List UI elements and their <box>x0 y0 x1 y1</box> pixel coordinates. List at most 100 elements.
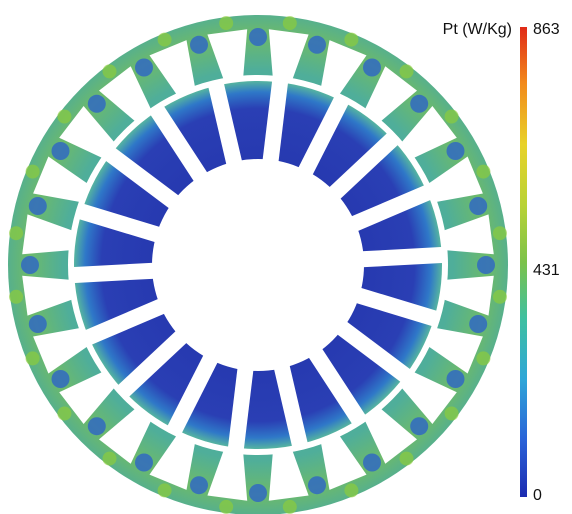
low-loss-spot <box>249 28 267 46</box>
low-loss-spot <box>190 35 208 54</box>
high-loss-spot <box>399 64 414 79</box>
stator-loss-hotspots <box>9 16 507 514</box>
rotor-slot <box>328 132 400 200</box>
rotor-slot <box>350 184 433 232</box>
colorbar-legend: Pt (W/Kg) 863 431 0 <box>443 21 560 504</box>
colorbar <box>520 27 527 497</box>
stator-slot <box>99 406 153 464</box>
low-loss-spot <box>28 197 47 215</box>
low-loss-spot <box>477 256 495 274</box>
high-loss-spot <box>344 32 359 47</box>
rotor-core <box>71 79 445 451</box>
rotor-slot <box>227 367 254 451</box>
stator-slot <box>441 275 494 316</box>
colorbar-min-label: 0 <box>533 487 542 504</box>
low-loss-spot <box>410 94 429 113</box>
high-loss-spot <box>219 16 234 31</box>
rotor-slot <box>355 287 439 327</box>
stator-slot <box>426 156 483 203</box>
high-loss-spot <box>444 406 459 421</box>
rotor-slot <box>262 79 289 163</box>
rotor-slot <box>297 95 350 176</box>
high-loss-spot <box>282 16 297 31</box>
high-loss-spot <box>344 483 359 498</box>
low-loss-spot <box>87 417 106 436</box>
stator-slot <box>33 327 90 374</box>
colorbar-title: Pt (W/Kg) <box>443 21 512 38</box>
stator-slot <box>320 40 367 97</box>
low-loss-spot <box>51 142 70 160</box>
high-loss-spot <box>102 64 117 79</box>
rotor-slot <box>308 347 367 426</box>
stator-slot <box>59 370 117 424</box>
high-loss-spot <box>57 406 72 421</box>
rotor-slot <box>336 321 412 383</box>
rotor-slot <box>361 246 445 268</box>
low-loss-spot <box>51 370 70 388</box>
low-loss-spot <box>87 94 106 113</box>
high-loss-spot <box>57 109 72 124</box>
high-loss-spot <box>25 164 40 179</box>
low-loss-spot <box>446 370 465 388</box>
stator-slot <box>207 448 248 501</box>
high-loss-spot <box>476 164 491 179</box>
rotor-slot <box>77 203 161 243</box>
stator-slot <box>33 156 90 203</box>
high-loss-spot <box>25 351 40 366</box>
stator-slot <box>149 433 196 490</box>
stator-slot <box>207 29 248 82</box>
rotor-slot <box>208 82 243 166</box>
colorbar-max-label: 863 <box>533 21 560 38</box>
high-loss-spot <box>157 32 172 47</box>
stator-slot <box>320 433 367 490</box>
low-loss-spot <box>446 142 465 160</box>
low-loss-spot <box>469 197 488 215</box>
colorbar-mid-label: 431 <box>533 262 560 279</box>
low-loss-spot <box>469 315 488 333</box>
high-loss-spot <box>492 226 507 241</box>
high-loss-spot <box>399 451 414 466</box>
low-loss-spot <box>190 476 208 495</box>
stator-slot <box>363 66 417 124</box>
stator-slot <box>22 275 75 316</box>
rotor-slot <box>104 147 180 209</box>
stator-slot <box>149 40 196 97</box>
stator-slots <box>22 29 494 501</box>
stator-slot <box>59 106 117 160</box>
shaft-bore <box>152 159 364 371</box>
rotor-slot <box>71 262 155 284</box>
high-loss-spot <box>157 483 172 498</box>
stator-slot <box>441 214 494 255</box>
high-loss-spot <box>219 499 234 514</box>
low-loss-spot <box>410 417 429 436</box>
low-loss-spot <box>249 484 267 502</box>
rotor-slot <box>116 330 188 398</box>
low-loss-spot <box>308 476 326 495</box>
high-loss-spot <box>9 226 24 241</box>
rotor-slot <box>83 298 166 346</box>
high-loss-spot <box>444 109 459 124</box>
low-loss-spot <box>363 58 381 77</box>
low-loss-spot <box>308 35 326 54</box>
high-loss-spot <box>476 351 491 366</box>
high-loss-spot <box>492 289 507 304</box>
low-loss-spot <box>28 315 47 333</box>
stator-slot <box>268 29 309 82</box>
low-loss-spot <box>135 453 153 472</box>
stator-slot <box>363 406 417 464</box>
stator-slot <box>399 106 457 160</box>
high-loss-spot <box>282 499 297 514</box>
rotor-slots <box>71 79 445 451</box>
stator-slot <box>426 327 483 374</box>
stator-slot <box>268 448 309 501</box>
stator-slot <box>99 66 153 124</box>
low-loss-spot <box>135 58 153 77</box>
low-loss-spot <box>21 256 39 274</box>
rotor-slot <box>273 364 308 448</box>
stator-slot <box>22 214 75 255</box>
stator-slot <box>399 370 457 424</box>
rotor-slot <box>166 354 219 435</box>
high-loss-spot <box>102 451 117 466</box>
rotor-slot <box>149 104 208 183</box>
